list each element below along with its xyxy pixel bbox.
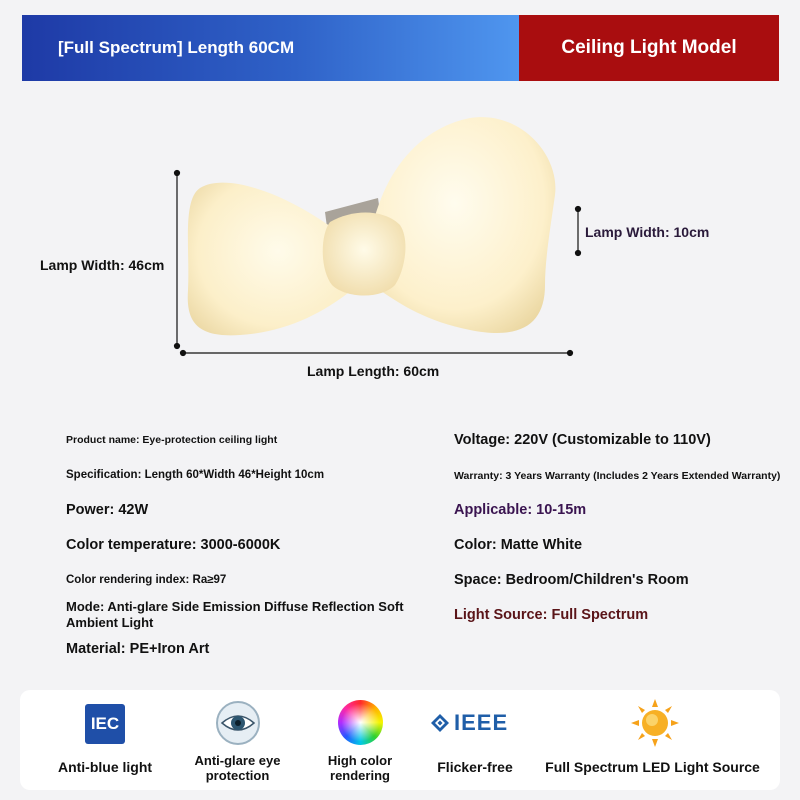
spec-applicable: Applicable: 10-15m bbox=[454, 502, 587, 518]
spec-product-name: Product name: Eye-protection ceiling lig… bbox=[66, 434, 278, 446]
dimension-lines bbox=[173, 169, 582, 357]
iec-icon: IEC bbox=[85, 704, 125, 744]
product-figure: Lamp Width: 46cm Lamp Width: 10cm Lamp L… bbox=[0, 100, 800, 400]
feature-strip: IEC Anti-blue light Anti-glare eye prote… bbox=[20, 690, 780, 790]
eye-icon bbox=[216, 701, 260, 745]
feature-anti-glare: Anti-glare eye protection bbox=[180, 690, 295, 790]
ieee-text: IEEE bbox=[454, 710, 509, 735]
dimension-width-left: Lamp Width: 46cm bbox=[40, 257, 165, 273]
spec-warranty: Warranty: 3 Years Warranty (Includes 2 Y… bbox=[454, 470, 781, 482]
lamp-right-wing bbox=[372, 117, 556, 333]
spec-cri: Color rendering index: Ra≥97 bbox=[66, 574, 227, 586]
feature-anti-blue: IEC Anti-blue light bbox=[40, 690, 170, 790]
ieee-diamond-icon bbox=[431, 714, 449, 732]
spec-mode: Mode: Anti-glare Side Emission Diffuse R… bbox=[66, 599, 404, 630]
banner-model: Ceiling Light Model bbox=[519, 15, 779, 81]
spec-material: Material: PE+Iron Art bbox=[66, 641, 210, 657]
feature-label: Full Spectrum LED Light Source bbox=[545, 759, 760, 775]
spec-specification: Specification: Length 60*Width 46*Height… bbox=[66, 469, 325, 481]
dimension-length: Lamp Length: 60cm bbox=[307, 363, 440, 379]
spec-space: Space: Bedroom/Children's Room bbox=[454, 572, 689, 588]
feature-label: High color rendering bbox=[327, 753, 393, 783]
banner-title: [Full Spectrum] Length 60CM bbox=[22, 15, 519, 81]
ieee-icon: IEEE bbox=[430, 710, 520, 736]
feature-flicker-free: IEEE Flicker-free bbox=[420, 690, 530, 790]
feature-high-cri: High color rendering bbox=[315, 690, 405, 790]
lamp-illustration bbox=[173, 117, 582, 357]
spec-power: Power: 42W bbox=[66, 502, 149, 518]
spec-color: Color: Matte White bbox=[454, 537, 583, 553]
lamp-knot bbox=[322, 212, 406, 296]
feature-label: Anti-blue light bbox=[57, 759, 153, 775]
spec-voltage: Voltage: 220V (Customizable to 110V) bbox=[454, 432, 711, 448]
spec-light-source: Light Source: Full Spectrum bbox=[454, 607, 649, 623]
lamp-left-wing bbox=[187, 182, 352, 336]
dimension-width-right: Lamp Width: 10cm bbox=[585, 224, 710, 240]
spec-color-temperature: Color temperature: 3000-6000K bbox=[66, 537, 281, 553]
feature-label: Flicker-free bbox=[437, 759, 513, 775]
header-banner: [Full Spectrum] Length 60CM Ceiling Ligh… bbox=[22, 15, 779, 81]
sun-icon bbox=[631, 699, 679, 747]
feature-full-spectrum: Full Spectrum LED Light Source bbox=[540, 690, 765, 790]
color-wheel-icon bbox=[338, 700, 383, 745]
feature-label: Anti-glare eye protection bbox=[194, 753, 281, 783]
